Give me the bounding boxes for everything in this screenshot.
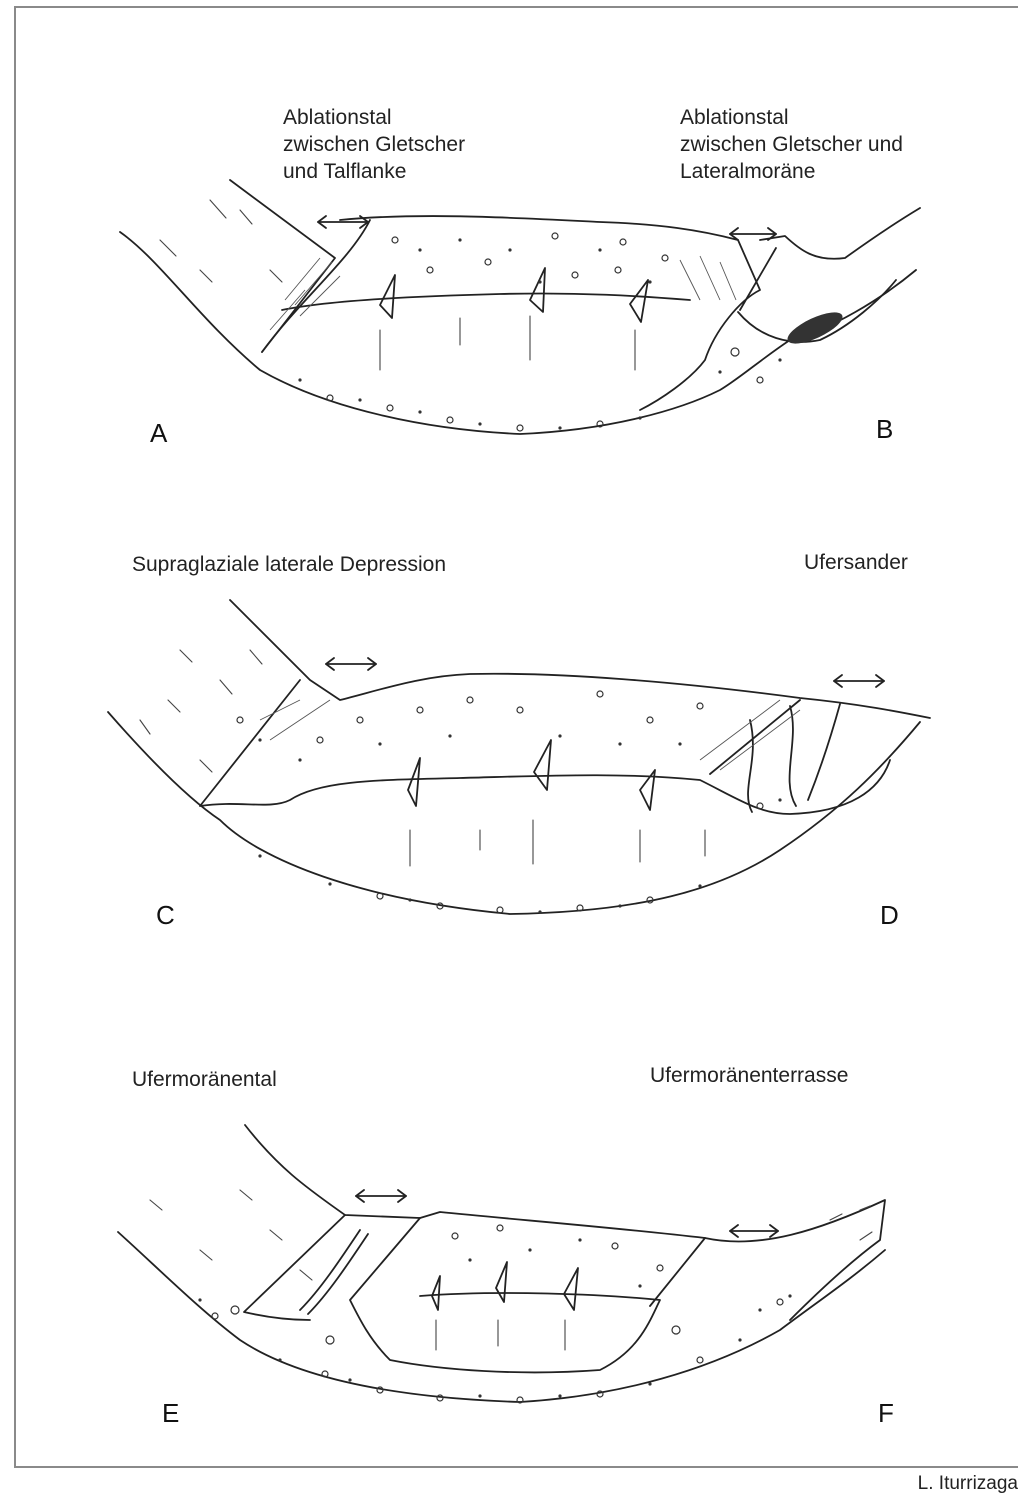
letter-f: F: [878, 1398, 894, 1429]
letter-e: E: [162, 1398, 179, 1429]
letter-c: C: [156, 900, 175, 931]
letter-b: B: [876, 414, 893, 445]
glacier-cross-section-cd: [0, 600, 1018, 930]
glacier-cross-section-ab: [0, 190, 1018, 450]
arrow-ef-right: [730, 1225, 778, 1237]
label-ablationstal-talflanke: Ablationstal zwischen Gletscher und Talf…: [283, 104, 465, 185]
arrow-cd-left: [326, 658, 376, 670]
moraine-debris-ab: [298, 233, 846, 431]
author-credit: L. Iturrizaga: [918, 1473, 1018, 1495]
arrow-ef-left: [356, 1190, 406, 1202]
arrow-cd-right: [834, 675, 884, 687]
label-ufersander: Ufersander: [804, 549, 908, 576]
moraine-debris-ef: [198, 1225, 791, 1403]
letter-d: D: [880, 900, 899, 931]
label-ablationstal-lateralmoraene: Ablationstal zwischen Gletscher und Late…: [680, 104, 903, 185]
label-supraglaziale-depression: Supraglaziale laterale Depression: [132, 551, 446, 578]
glacier-cross-section-ef: [0, 1120, 1018, 1430]
moraine-debris-cd: [237, 691, 782, 914]
letter-a: A: [150, 418, 167, 449]
label-ufermoraenenterrasse: Ufermoränenterrasse: [650, 1062, 848, 1089]
label-ufermoraenental: Ufermoränental: [132, 1066, 277, 1093]
